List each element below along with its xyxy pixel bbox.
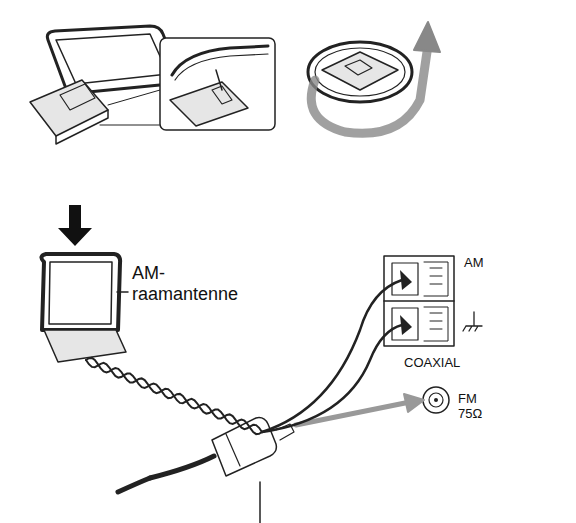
antenna-wire	[262, 280, 402, 432]
part-label: FM 75Ω	[458, 392, 492, 422]
part-label: AM- raamantenne	[132, 263, 254, 304]
part-label: AM	[464, 256, 484, 271]
antenna-wire	[86, 358, 262, 434]
part-label: COAXIAL	[404, 356, 460, 371]
antenna-wire	[262, 325, 402, 432]
